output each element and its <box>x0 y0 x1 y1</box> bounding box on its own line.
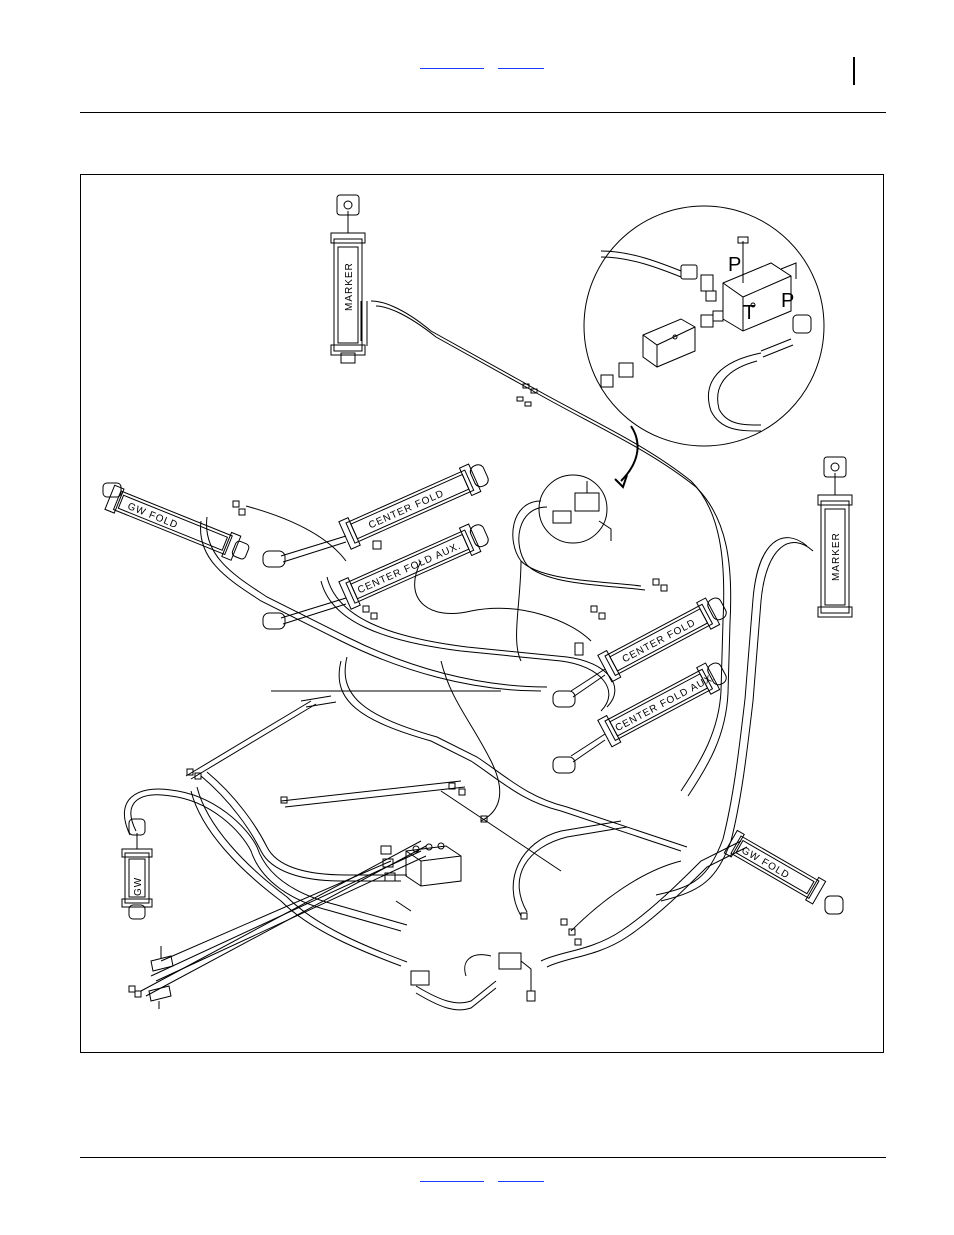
mount-brackets <box>149 946 173 1009</box>
hydraulic-schematic-figure: MARKER MARKER GW FOLD CENTER <box>80 174 884 1053</box>
detail-reference-valve <box>539 475 611 543</box>
label-marker-right: MARKER <box>831 532 842 581</box>
label-center-fold-aux-left: CENTER FOLD AUX. <box>356 541 463 597</box>
label-small-cylinder: GW <box>133 877 144 896</box>
label-marker-top: MARKER <box>344 262 355 311</box>
header-link-next[interactable] <box>498 56 544 69</box>
marker-cylinder-right: MARKER <box>818 457 852 617</box>
gw-fold-cylinder-right: GW FOLD <box>724 830 843 914</box>
footer-link-previous[interactable] <box>420 1169 484 1182</box>
label-center-fold-left: CENTER FOLD <box>367 488 446 531</box>
center-fold-aux-cylinder-right: CENTER FOLD AUX. <box>553 657 730 773</box>
small-cylinder-left: GW <box>122 819 152 919</box>
footer-rule <box>80 1157 886 1158</box>
detail-callout: P T P <box>584 206 824 446</box>
manifold-block <box>381 843 461 911</box>
marker-cylinder-top: MARKER <box>331 195 365 363</box>
header-link-previous[interactable] <box>420 56 484 69</box>
label-gw-fold-left: GW FOLD <box>126 501 180 531</box>
gw-fold-cylinder-left: GW FOLD <box>103 483 252 565</box>
label-port-p-right: P <box>781 290 794 312</box>
detail-leader <box>615 426 638 487</box>
header-rule <box>80 112 886 113</box>
header-vertical-bar <box>853 57 855 85</box>
label-port-t: T <box>743 302 755 324</box>
label-port-p-top: P <box>728 254 741 276</box>
label-center-fold-aux-right: CENTER FOLD AUX. <box>614 672 718 734</box>
hydraulic-diagram: MARKER MARKER GW FOLD CENTER <box>81 175 883 1052</box>
footer-link-next[interactable] <box>498 1169 544 1182</box>
